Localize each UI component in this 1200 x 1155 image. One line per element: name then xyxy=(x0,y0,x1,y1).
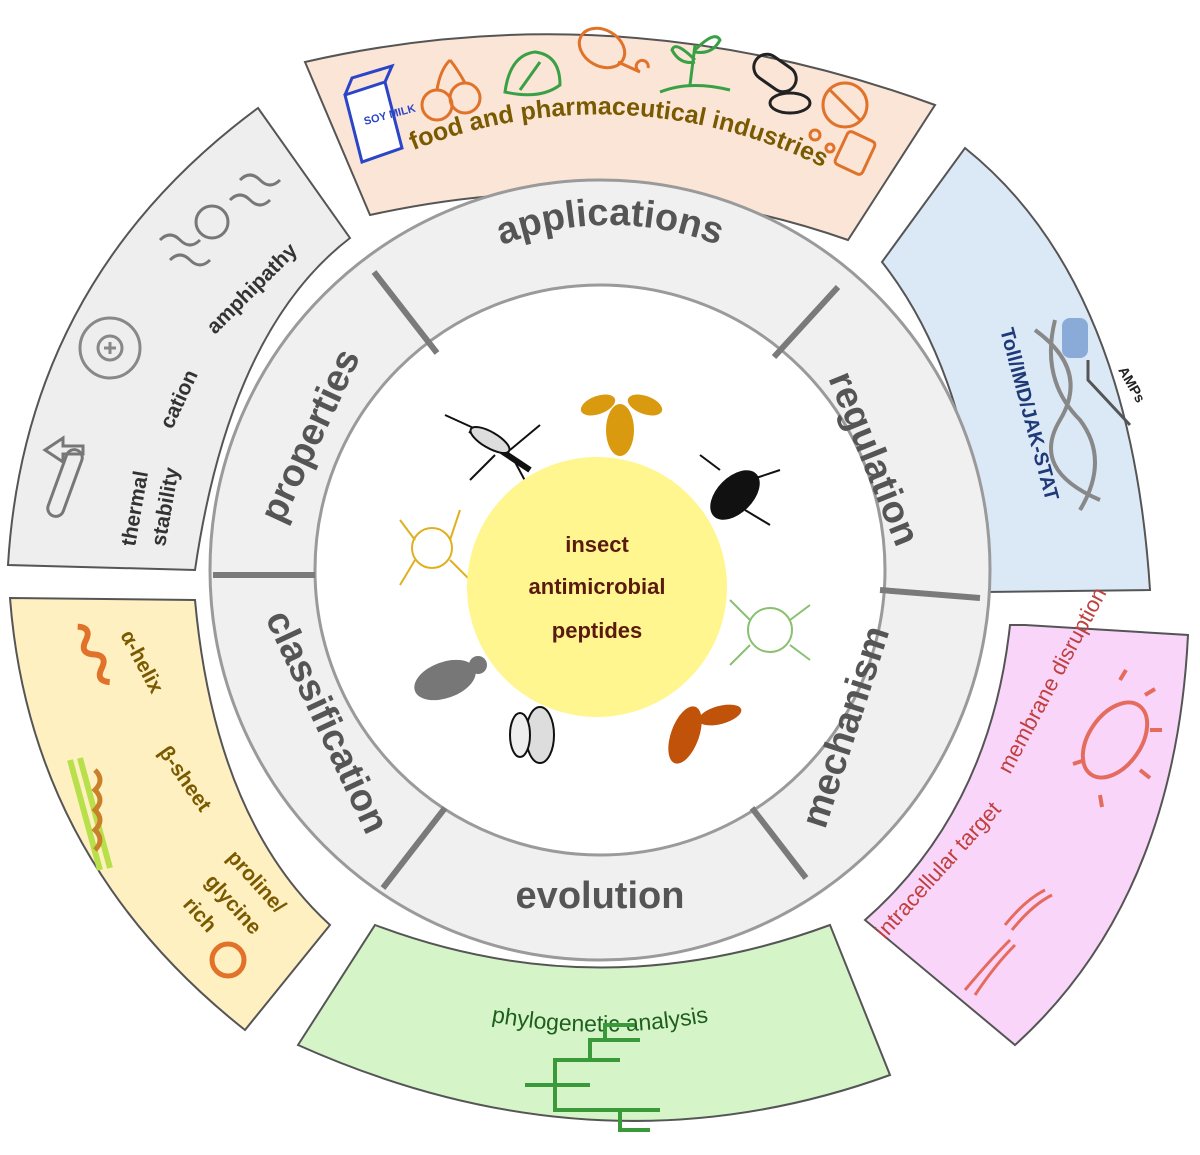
insects xyxy=(399,394,811,764)
cation-icon xyxy=(78,316,142,380)
center-line-2: antimicrobial xyxy=(529,574,666,599)
soy-milk-icon: SOY MILK xyxy=(343,63,417,164)
wasp-icon xyxy=(668,704,742,764)
dna-icon xyxy=(1033,319,1101,512)
properties-panel: thermal stability cation amphipathy xyxy=(6,106,352,572)
antiviral-icon xyxy=(808,81,877,176)
structure-panel: α-helix β-sheet proline/ glycine rich xyxy=(8,596,332,1032)
cockroach-icon xyxy=(699,454,781,526)
arrow-icon xyxy=(1086,360,1132,427)
dna-fragments-icon xyxy=(963,888,1053,996)
bee-icon xyxy=(580,394,663,456)
ring-label-evolution: evolution xyxy=(516,875,685,917)
helix-icon xyxy=(77,623,111,686)
lettuce-icon xyxy=(503,50,562,97)
center-line-3: peptides xyxy=(552,618,642,643)
fly-icon xyxy=(509,706,555,764)
spider-icon-yellow xyxy=(399,509,471,586)
coil-icon xyxy=(209,941,247,979)
gene-box-icon xyxy=(1062,318,1088,358)
beetle-icon xyxy=(414,656,487,701)
drumstick-icon xyxy=(577,26,650,74)
thermometer-icon xyxy=(42,435,85,518)
food-panel: SOY MILK xyxy=(303,26,937,242)
pills-icon xyxy=(752,52,812,115)
amphipathy-icon xyxy=(158,173,282,267)
center-line-1: insect xyxy=(565,532,629,557)
tree-icon xyxy=(525,1023,660,1132)
spider-icon-green xyxy=(729,599,811,666)
sprout-icon xyxy=(659,35,731,94)
bacterium-icon xyxy=(1072,668,1162,808)
regulation-panel: Toll/IMD/JAK-STAT AMPs xyxy=(880,146,1152,594)
mosquito-icon xyxy=(444,414,541,491)
center-hub: insect antimicrobial peptides xyxy=(467,457,727,717)
cherries-icon xyxy=(420,58,482,122)
sheet-coil-icon xyxy=(91,768,103,852)
evolution-panel: phylogenetic analysis xyxy=(296,923,892,1132)
